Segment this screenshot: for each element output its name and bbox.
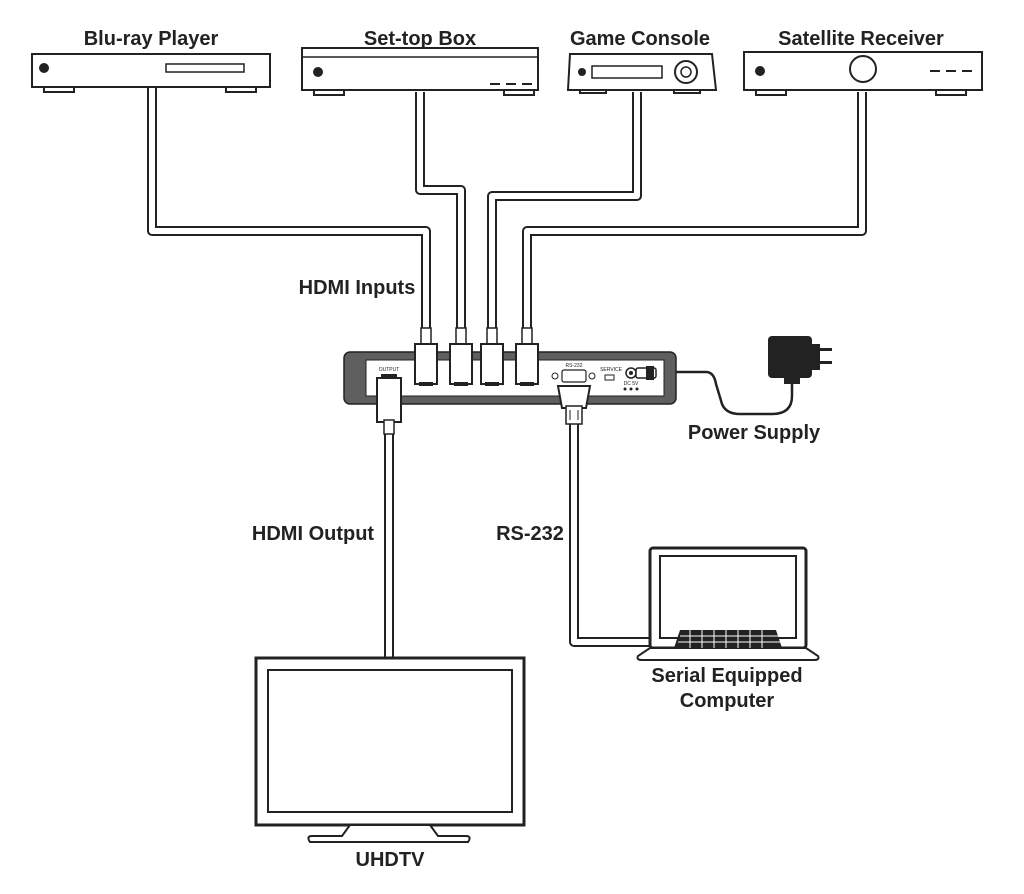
- bluray-player: [31, 53, 271, 93]
- label-game-console: Game Console: [570, 28, 710, 50]
- cable-satellite-to-input4: [522, 92, 867, 334]
- label-hdmi-inputs: HDMI Inputs: [299, 277, 416, 299]
- service-port: [604, 374, 615, 381]
- uhdtv: [254, 656, 526, 843]
- cables: [147, 88, 867, 660]
- laptop-computer: [636, 546, 820, 661]
- panel-label-service: SERVICE: [600, 367, 623, 373]
- power-adapter-icon: [768, 336, 832, 384]
- laptop-screen: [659, 555, 797, 639]
- hdmi-input-plug-2: [449, 327, 473, 386]
- tv-screen: [267, 669, 513, 813]
- panel-label-rs232: RS-232: [566, 363, 583, 369]
- hdmi-output-plug: [376, 374, 402, 435]
- power-button-icon: [755, 66, 765, 76]
- cable-console-to-input3: [487, 92, 642, 334]
- settop-box: [301, 47, 539, 96]
- game-console: [566, 53, 718, 94]
- hdmi-input-plug-1: [414, 327, 438, 386]
- label-power-supply: Power Supply: [688, 422, 821, 444]
- cable-rs232-to-computer: [569, 424, 650, 647]
- keyboard-icon: [674, 630, 782, 648]
- hdmi-input-plug-3: [480, 327, 504, 386]
- display-window-icon: [591, 65, 663, 79]
- panel-label-dc: DC 5V: [624, 381, 639, 387]
- label-settop-box: Set-top Box: [364, 28, 476, 50]
- label-rs232: RS-232: [496, 523, 564, 545]
- rs232-connector: [551, 369, 596, 425]
- panel-label-output: OUTPUT: [379, 367, 400, 373]
- label-uhdtv: UHDTV: [356, 849, 426, 871]
- label-bluray-player: Blu-ray Player: [84, 28, 219, 50]
- satellite-receiver: [743, 51, 983, 96]
- label-computer-line1: Serial Equipped: [651, 665, 802, 687]
- power-button-icon: [39, 63, 49, 73]
- dc-power-jack: [623, 366, 657, 391]
- dial-knob-icon: [849, 55, 877, 83]
- label-satellite-receiver: Satellite Receiver: [778, 28, 944, 50]
- label-computer-line2: Computer: [680, 690, 775, 712]
- cable-power-supply: [655, 370, 794, 416]
- power-button-icon: [313, 67, 323, 77]
- hdmi-input-plug-4: [515, 327, 539, 386]
- label-hdmi-output: HDMI Output: [252, 523, 375, 545]
- laptop-base: [636, 647, 820, 661]
- disc-tray-icon: [165, 63, 245, 73]
- tv-stand: [307, 824, 471, 843]
- switcher-unit: OUTPUT RS-232 SERVICE DC 5V: [343, 327, 677, 435]
